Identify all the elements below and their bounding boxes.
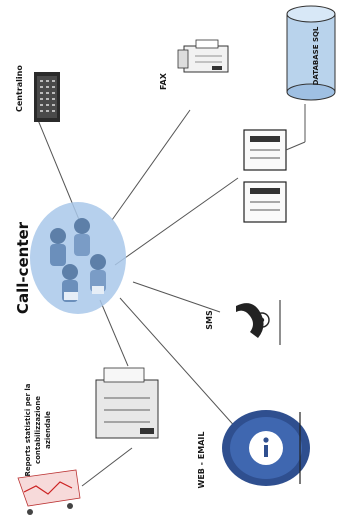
server-tower-icon: [244, 130, 305, 222]
label-reports-line-2: contabilizzazione: [34, 396, 42, 464]
label-call-center: Call-center: [14, 221, 32, 314]
database-cylinder-icon: [287, 6, 335, 100]
people-group-icon: [30, 202, 126, 314]
link-chart: [82, 448, 132, 486]
label-reports-line-1: Reports statistici per la: [24, 383, 32, 476]
shopping-cart-chart-icon: [18, 470, 80, 515]
label-web-email: WEB - EMAIL: [197, 432, 206, 489]
label-reports-line-3: aziendale: [44, 411, 52, 449]
link-reports: [100, 300, 128, 366]
switchboard-icon: [34, 72, 60, 122]
link-servers: [115, 178, 238, 265]
info-globe-icon: [222, 410, 310, 486]
label-fax: FAX: [159, 72, 168, 90]
link-fax: [112, 110, 190, 220]
printer-icon: [96, 368, 158, 438]
label-database: DATABASE SQL: [312, 26, 320, 85]
fax-machine-icon: [178, 40, 228, 72]
link-sms: [133, 282, 220, 312]
label-centralino: Centralino: [15, 65, 24, 112]
label-sms: SMS: [205, 310, 214, 330]
phone-handset-icon: [236, 300, 280, 345]
